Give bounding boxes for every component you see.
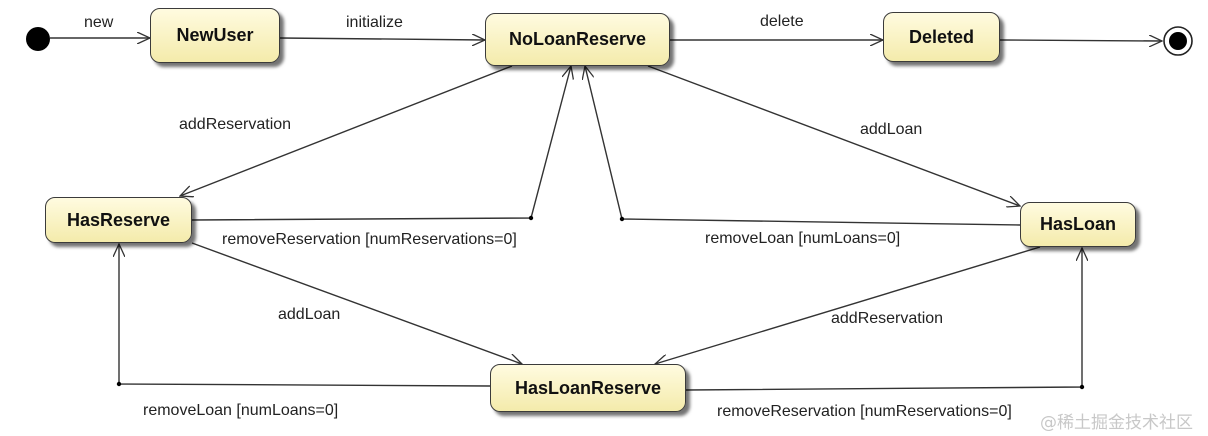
- state-no-loan-reserve: NoLoanReserve: [485, 13, 670, 66]
- label-add-loan-top: addLoan: [860, 121, 923, 138]
- label-remove-loan-top: removeLoan [numLoans=0]: [705, 230, 901, 247]
- state-new-user: NewUser: [150, 8, 280, 63]
- initial-node: [26, 27, 50, 51]
- label-delete: delete: [760, 13, 804, 30]
- label-remove-loan-bottom: removeLoan [numLoans=0]: [143, 402, 339, 419]
- edge-final: [999, 40, 1162, 41]
- state-deleted: Deleted: [883, 12, 1000, 62]
- edge-add-reservation-bottom: [655, 246, 1041, 364]
- edge-initialize: [279, 38, 485, 40]
- edge-add-loan-bottom: [191, 242, 522, 364]
- label-initialize: initialize: [346, 14, 403, 31]
- label-new: new: [84, 14, 114, 31]
- state-has-loan-reserve: HasLoanReserve: [490, 364, 686, 412]
- edge-remove-loan-top: [585, 66, 1021, 226]
- label-add-reservation-top: addReservation: [179, 116, 292, 133]
- edge-remove-reservation-top: [191, 66, 571, 221]
- label-add-reservation-bottom: addReservation: [831, 310, 944, 327]
- final-node-core: [1169, 32, 1187, 50]
- watermark: @稀土掘金技术社区: [1040, 413, 1193, 433]
- label-add-loan-bottom: addLoan: [278, 306, 341, 323]
- label-remove-reservation-bottom: removeReservation [numReservations=0]: [717, 403, 1012, 420]
- label-remove-reservation-top: removeReservation [numReservations=0]: [222, 231, 517, 248]
- state-has-loan: HasLoan: [1020, 202, 1136, 247]
- edge-add-loan-top: [647, 65, 1020, 206]
- state-has-reserve: HasReserve: [45, 197, 192, 243]
- edge-add-reservation-top: [180, 65, 513, 196]
